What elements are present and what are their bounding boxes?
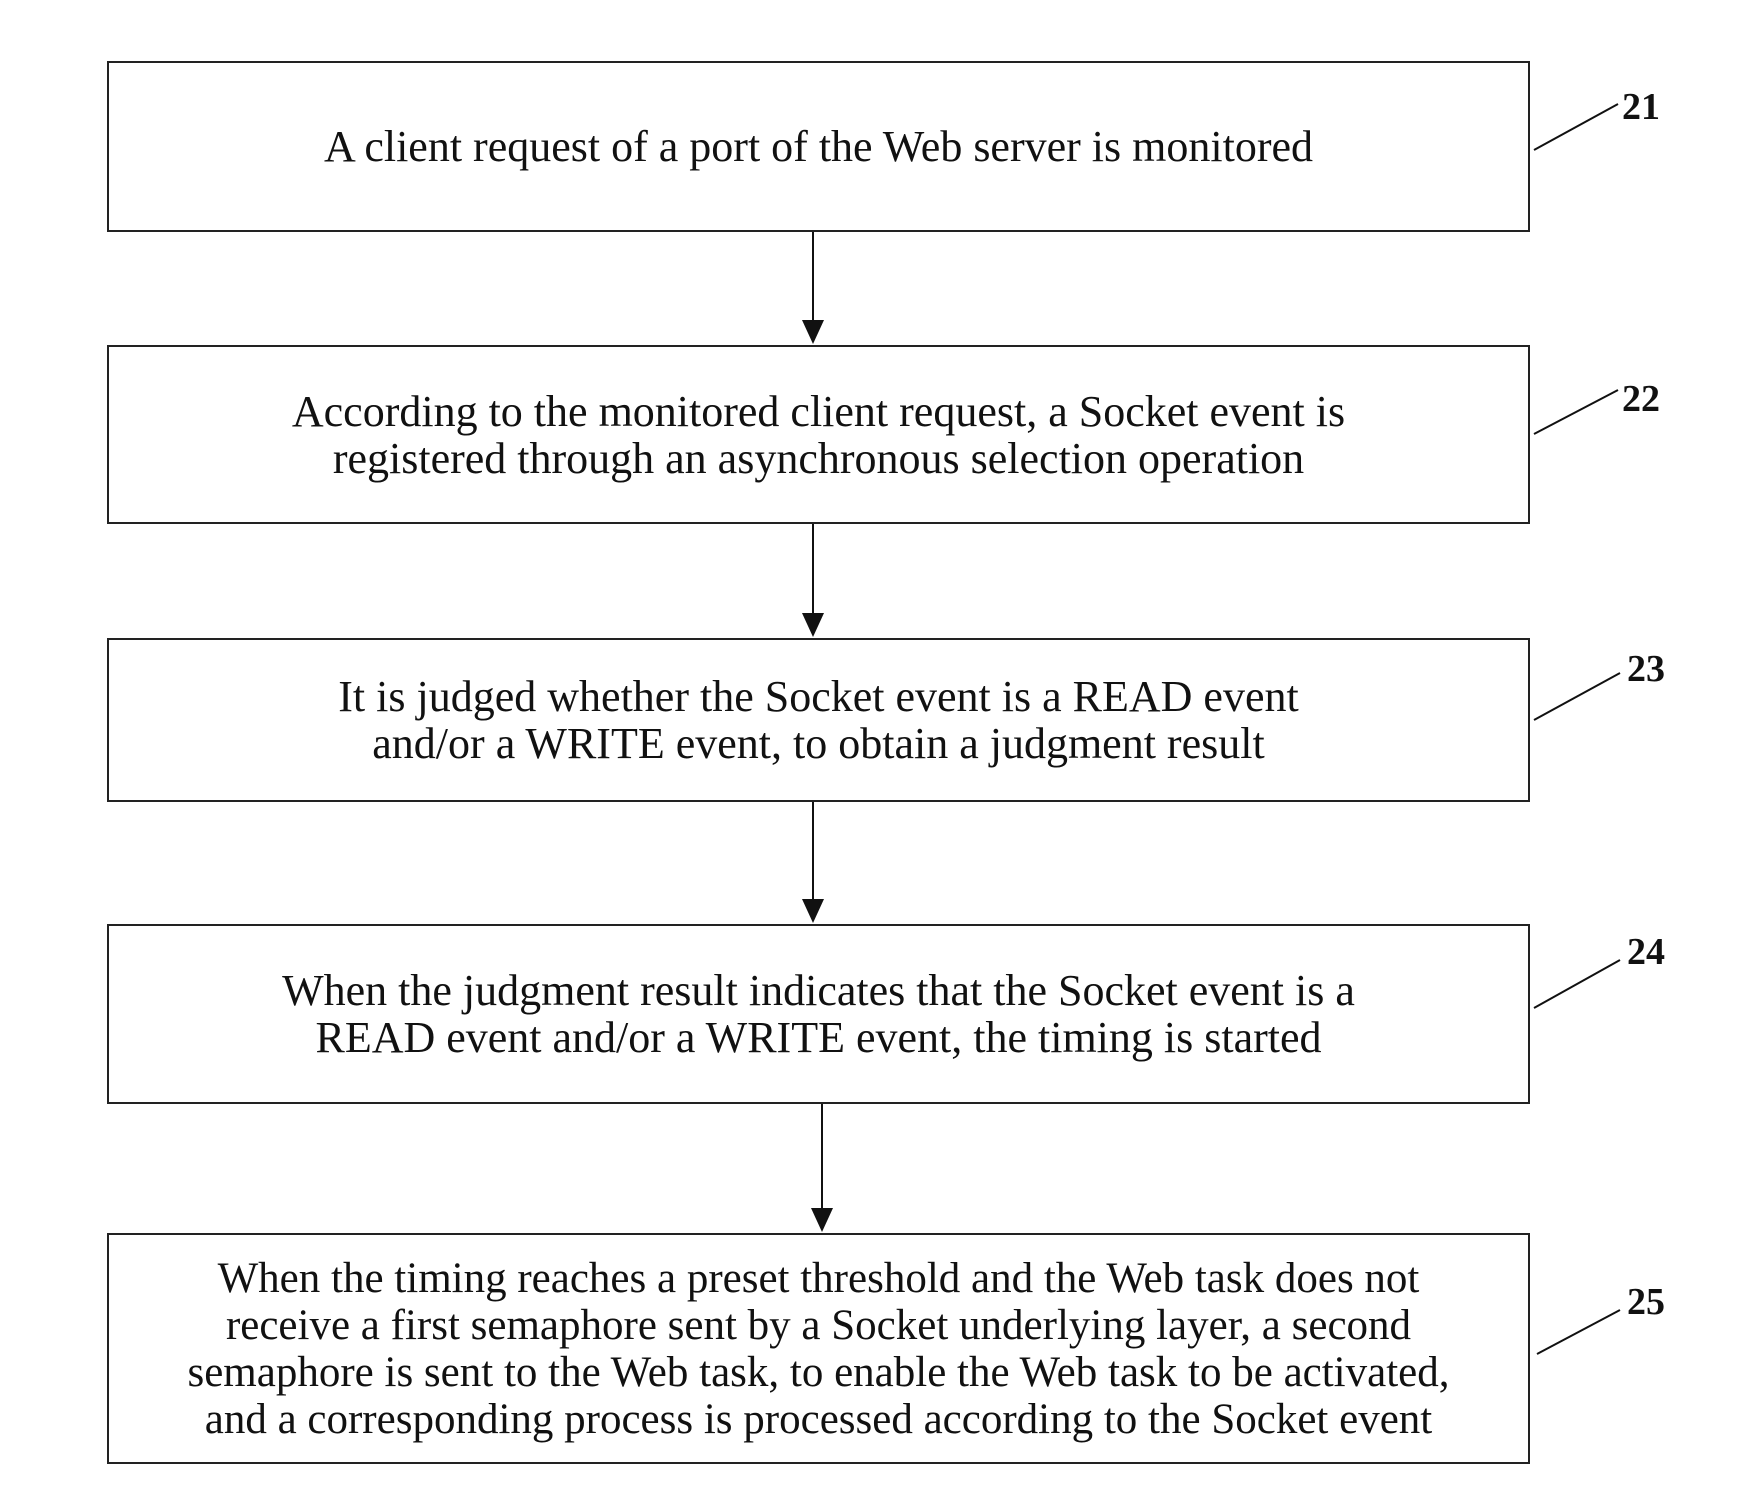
- arrowhead-icon: [802, 613, 824, 637]
- arrowhead-icon: [811, 1208, 833, 1232]
- flow-arrow-21-22: [802, 232, 824, 344]
- leader-line-22: [1534, 390, 1618, 434]
- flow-arrow-22-23: [802, 524, 824, 637]
- leader-line-25: [1537, 1310, 1620, 1354]
- leader-line-23: [1534, 673, 1620, 720]
- flow-arrow-24-25: [811, 1104, 833, 1232]
- leader-line-21: [1534, 104, 1618, 150]
- leader-line-24: [1534, 960, 1620, 1008]
- flow-arrow-23-24: [802, 802, 824, 923]
- arrowhead-icon: [802, 899, 824, 923]
- arrowhead-icon: [802, 320, 824, 344]
